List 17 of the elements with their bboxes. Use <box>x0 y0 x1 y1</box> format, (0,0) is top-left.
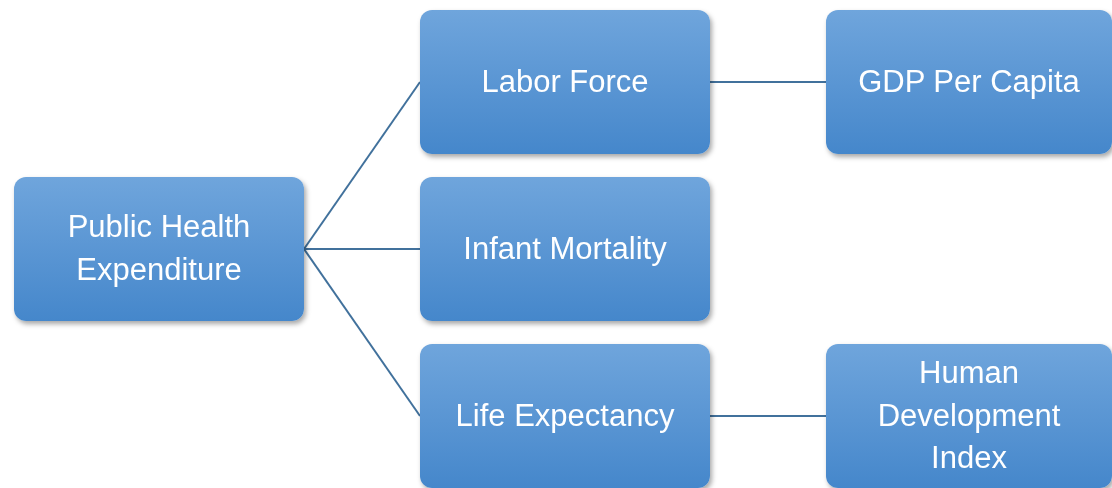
process-box <box>420 177 710 321</box>
connector-line <box>303 81 421 250</box>
node-label: GDP Per Capita <box>858 62 1080 101</box>
connector-line <box>709 81 827 83</box>
node-label: Infant Mortality <box>463 229 667 268</box>
process-box <box>14 177 304 321</box>
node-label: Human Development Index <box>876 353 1062 478</box>
node-label: Life Expectancy <box>455 396 675 435</box>
process-box <box>826 10 1112 154</box>
connector-line <box>303 248 421 417</box>
process-box <box>826 344 1112 488</box>
node-label: Public Health Expenditure <box>66 208 252 289</box>
connector-line <box>709 415 827 417</box>
connector-line <box>303 248 421 250</box>
node-label: Labor Force <box>481 62 649 101</box>
process-box <box>420 344 710 488</box>
process-box <box>420 10 710 154</box>
